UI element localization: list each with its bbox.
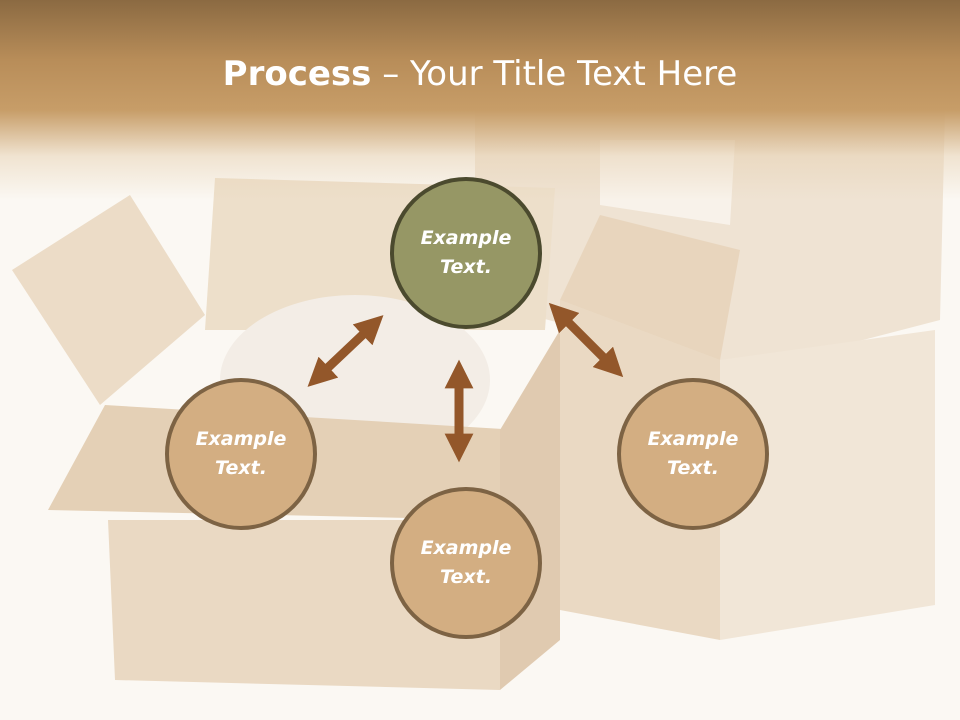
process-node-top[interactable]: Example Text. [390, 177, 542, 329]
header-band [0, 0, 960, 200]
title-separator: – [371, 54, 411, 94]
process-node-left[interactable]: Example Text. [165, 378, 317, 530]
node-top-label: Example Text. [420, 227, 512, 278]
process-node-bottom[interactable]: Example Text. [390, 487, 542, 639]
node-bottom-label: Example Text. [420, 537, 512, 588]
title-rest-part: Your Title Text Here [410, 54, 738, 94]
node-right-label: Example Text. [647, 428, 739, 479]
title-bold-part: Process [222, 54, 372, 94]
node-left-label: Example Text. [195, 428, 287, 479]
process-node-right[interactable]: Example Text. [617, 378, 769, 530]
slide-title[interactable]: Process – Your Title Text Here [0, 52, 960, 96]
